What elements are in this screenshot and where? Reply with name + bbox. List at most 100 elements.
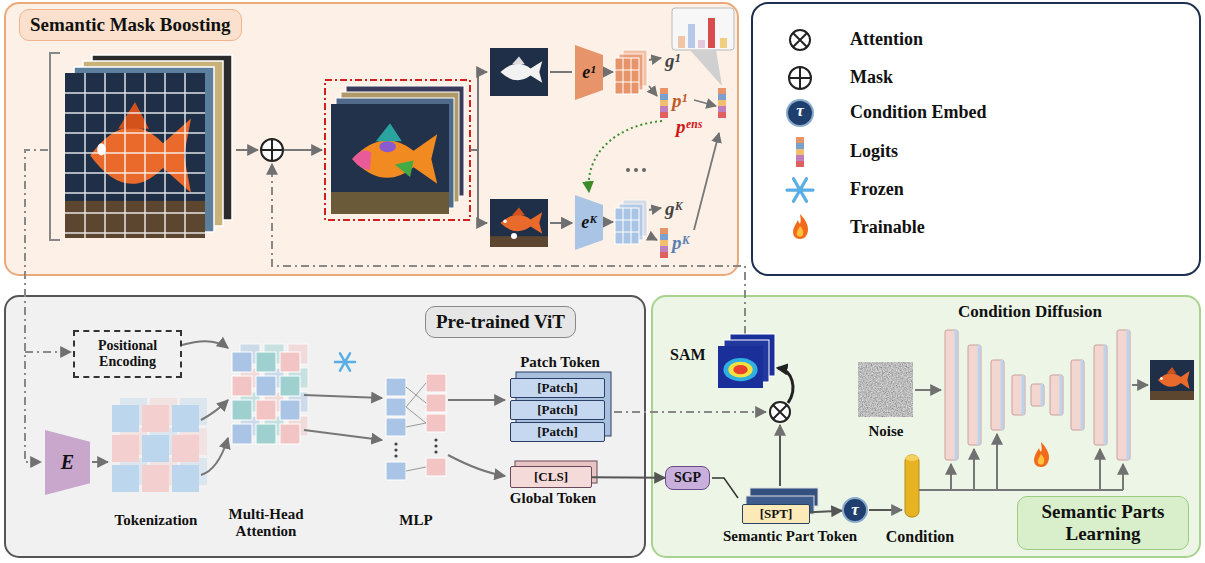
mask-flow-arrows: [236, 139, 322, 161]
dashed-box: Positional Encoding: [73, 330, 182, 378]
node-label: [Patch]: [537, 425, 577, 440]
parts-illustration: [919, 489, 1123, 491]
encoder-outline: [575, 195, 603, 250]
node-label: [SPT]: [760, 507, 793, 522]
mask-flow-arrows: [284, 149, 322, 151]
legend-symbol: τ: [796, 101, 804, 121]
vit-illustration: [394, 454, 397, 457]
vit-illustration: [304, 430, 382, 440]
branch-arrows: [470, 72, 478, 223]
ensemble-label: pᵉⁿˢ: [676, 116, 702, 138]
vit-illustration: [92, 461, 108, 463]
parts-illustration: [779, 425, 781, 486]
caption: Condition Diffusion: [958, 302, 1102, 322]
legend-samples: [790, 30, 810, 50]
vit-illustration: [394, 448, 397, 451]
connector-arrow: [592, 476, 665, 479]
legend-samples: [787, 179, 813, 202]
node-label: τ: [851, 500, 859, 520]
caption: SAM: [670, 346, 706, 364]
node-label: [CLS]: [534, 470, 568, 485]
mask-flow-arrows: [261, 139, 283, 161]
parts-illustration: [869, 509, 902, 511]
vit-illustration: [304, 395, 382, 398]
legend-label: Attention: [850, 29, 923, 50]
vit-illustration: [426, 414, 446, 432]
node-label: SGP: [674, 470, 701, 486]
branch-arrows: [605, 71, 613, 73]
branch-arrows: [550, 222, 572, 224]
token-box: [Patch]: [510, 400, 605, 420]
caption: Tokenization: [115, 512, 198, 529]
input-image-stack: [50, 53, 232, 240]
token-box: [CLS]: [510, 466, 592, 488]
vit-illustration: [386, 398, 406, 416]
vit-illustration: [92, 341, 611, 492]
ensemble-histogram: [718, 88, 726, 118]
panel: Semantic Parts Learning SGP [SPT] τ: [652, 296, 1200, 557]
parts-illustration: [1122, 464, 1124, 490]
process-box: SGP: [665, 466, 710, 490]
vit-illustration: [386, 378, 406, 396]
caption: Semantic Part Token: [723, 528, 857, 545]
branch-arrows: [490, 199, 548, 247]
parts-illustration: [778, 368, 793, 403]
parts-illustration: [858, 362, 913, 417]
encoder-outline: [45, 430, 90, 495]
panel-backgrounds: [752, 3, 1200, 275]
vit-illustration: [426, 374, 446, 392]
branch-arrows: [478, 71, 487, 73]
vit-illustration: [386, 418, 406, 436]
embed-circle: τ: [842, 497, 868, 523]
input-image-stack: [50, 53, 60, 240]
legend-label: Condition Embed: [850, 102, 987, 123]
parts-illustration: [956, 330, 1128, 460]
branch-arrows: [550, 72, 572, 223]
parts-illustration: [770, 402, 790, 422]
legend-samples: [789, 67, 811, 89]
input-image-stack: [65, 73, 205, 238]
vit-illustration: [335, 353, 355, 370]
node-label: [Patch]: [537, 403, 577, 418]
parts-illustration: [718, 346, 763, 388]
vit-illustration: [426, 458, 446, 476]
parts-illustration: [915, 389, 941, 391]
parts-illustration: [950, 464, 952, 490]
token-box: [SPT]: [742, 504, 810, 524]
token-box: [Patch]: [510, 422, 605, 442]
parts-illustration: [1034, 442, 1049, 467]
caption: Noise: [869, 423, 904, 440]
ensemble-histogram: [694, 133, 719, 230]
feature-maps: [626, 168, 630, 172]
ensemble-histogram: [690, 50, 722, 86]
caption: Patch Token: [520, 354, 600, 371]
vit-illustration: [112, 405, 199, 492]
masked-image-stack: [331, 104, 449, 214]
encoder-shape: e¹: [575, 45, 603, 100]
vit-illustration: [434, 450, 437, 453]
branch-arrows: [605, 221, 613, 223]
branch-arrows: [490, 48, 548, 96]
caption: Condition: [886, 528, 954, 546]
ensemble-histogram: [708, 18, 715, 48]
branch-arrows: [478, 222, 487, 224]
feature-maps: [615, 50, 647, 94]
encoder-outline: [575, 45, 603, 100]
vit-illustration: [182, 341, 228, 348]
panel-title: Semantic Parts Learning: [1017, 496, 1189, 550]
logit-label: p¹: [672, 90, 687, 112]
parts-illustration: [1099, 449, 1101, 490]
panel: Pre-trained ViTPositional EncodingE[Patc…: [5, 296, 645, 557]
legend-samples: [787, 30, 813, 239]
panel: Semantic Mask Boosting e¹ eᴷ: [5, 3, 738, 275]
legend-label: Trainable: [850, 217, 925, 238]
node-label: eᴷ: [581, 212, 596, 233]
feature-maps: [634, 168, 638, 172]
parts-illustration: [1150, 360, 1194, 400]
vit-illustration: [406, 383, 426, 471]
legend-label: Frozen: [850, 179, 904, 200]
parts-illustration: [973, 449, 975, 490]
feature-maps: [660, 88, 668, 118]
legend-samples: [793, 214, 808, 239]
panel-title: Semantic Mask Boosting: [19, 9, 242, 41]
